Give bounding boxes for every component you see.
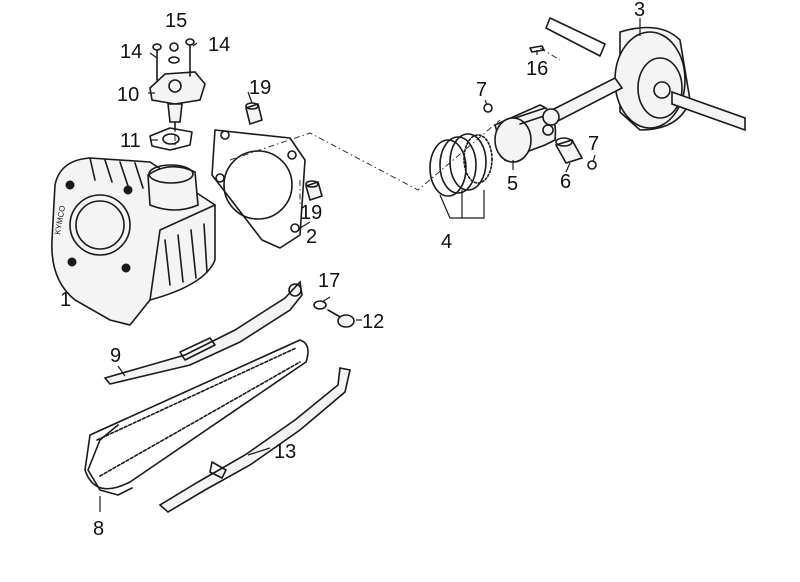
callout-labels: 1 2 3 4 5 6 7 7 8 9 10 11 12 13 14 14 15… <box>60 0 645 540</box>
callout-10: 10 <box>117 84 139 106</box>
cam-chain-guide <box>158 367 351 513</box>
callout-19-top: 19 <box>249 77 271 99</box>
callout-5: 5 <box>507 173 518 195</box>
callout-7-left: 7 <box>476 79 487 101</box>
callout-11: 11 <box>120 130 141 152</box>
piston-ring-set <box>429 133 493 219</box>
crankshaft-part <box>542 17 746 132</box>
callout-8: 8 <box>93 518 104 540</box>
callout-14-left: 14 <box>120 41 142 63</box>
cylinder-part: KYMCO <box>51 157 216 326</box>
callout-16: 16 <box>526 58 548 80</box>
cam-chain-part <box>84 339 309 496</box>
callout-14-right: 14 <box>208 34 230 56</box>
piston-pin-clips <box>483 103 597 170</box>
callout-12: 12 <box>362 311 384 333</box>
callout-19-bottom: 19 <box>300 202 322 224</box>
callout-13: 13 <box>274 441 296 463</box>
callout-3: 3 <box>634 0 645 21</box>
leader-lines <box>99 18 641 512</box>
cylinder-gasket-part <box>211 129 306 249</box>
chain-tensioner-part <box>149 71 206 131</box>
callout-17: 17 <box>318 270 340 292</box>
callout-9: 9 <box>110 345 121 367</box>
callout-7-right: 7 <box>588 133 599 155</box>
crankshaft-key <box>529 45 545 53</box>
callout-2: 2 <box>306 226 317 248</box>
tensioner-gasket-part <box>149 127 193 151</box>
callout-15: 15 <box>165 10 187 32</box>
callout-1: 1 <box>60 289 71 311</box>
chain-tensioner-slipper <box>103 280 303 385</box>
piston-pin-part <box>554 137 584 164</box>
tensioner-bolts <box>152 38 195 81</box>
slipper-pivot-bolt <box>313 300 355 328</box>
callout-6: 6 <box>560 171 571 193</box>
callout-4: 4 <box>441 231 452 253</box>
